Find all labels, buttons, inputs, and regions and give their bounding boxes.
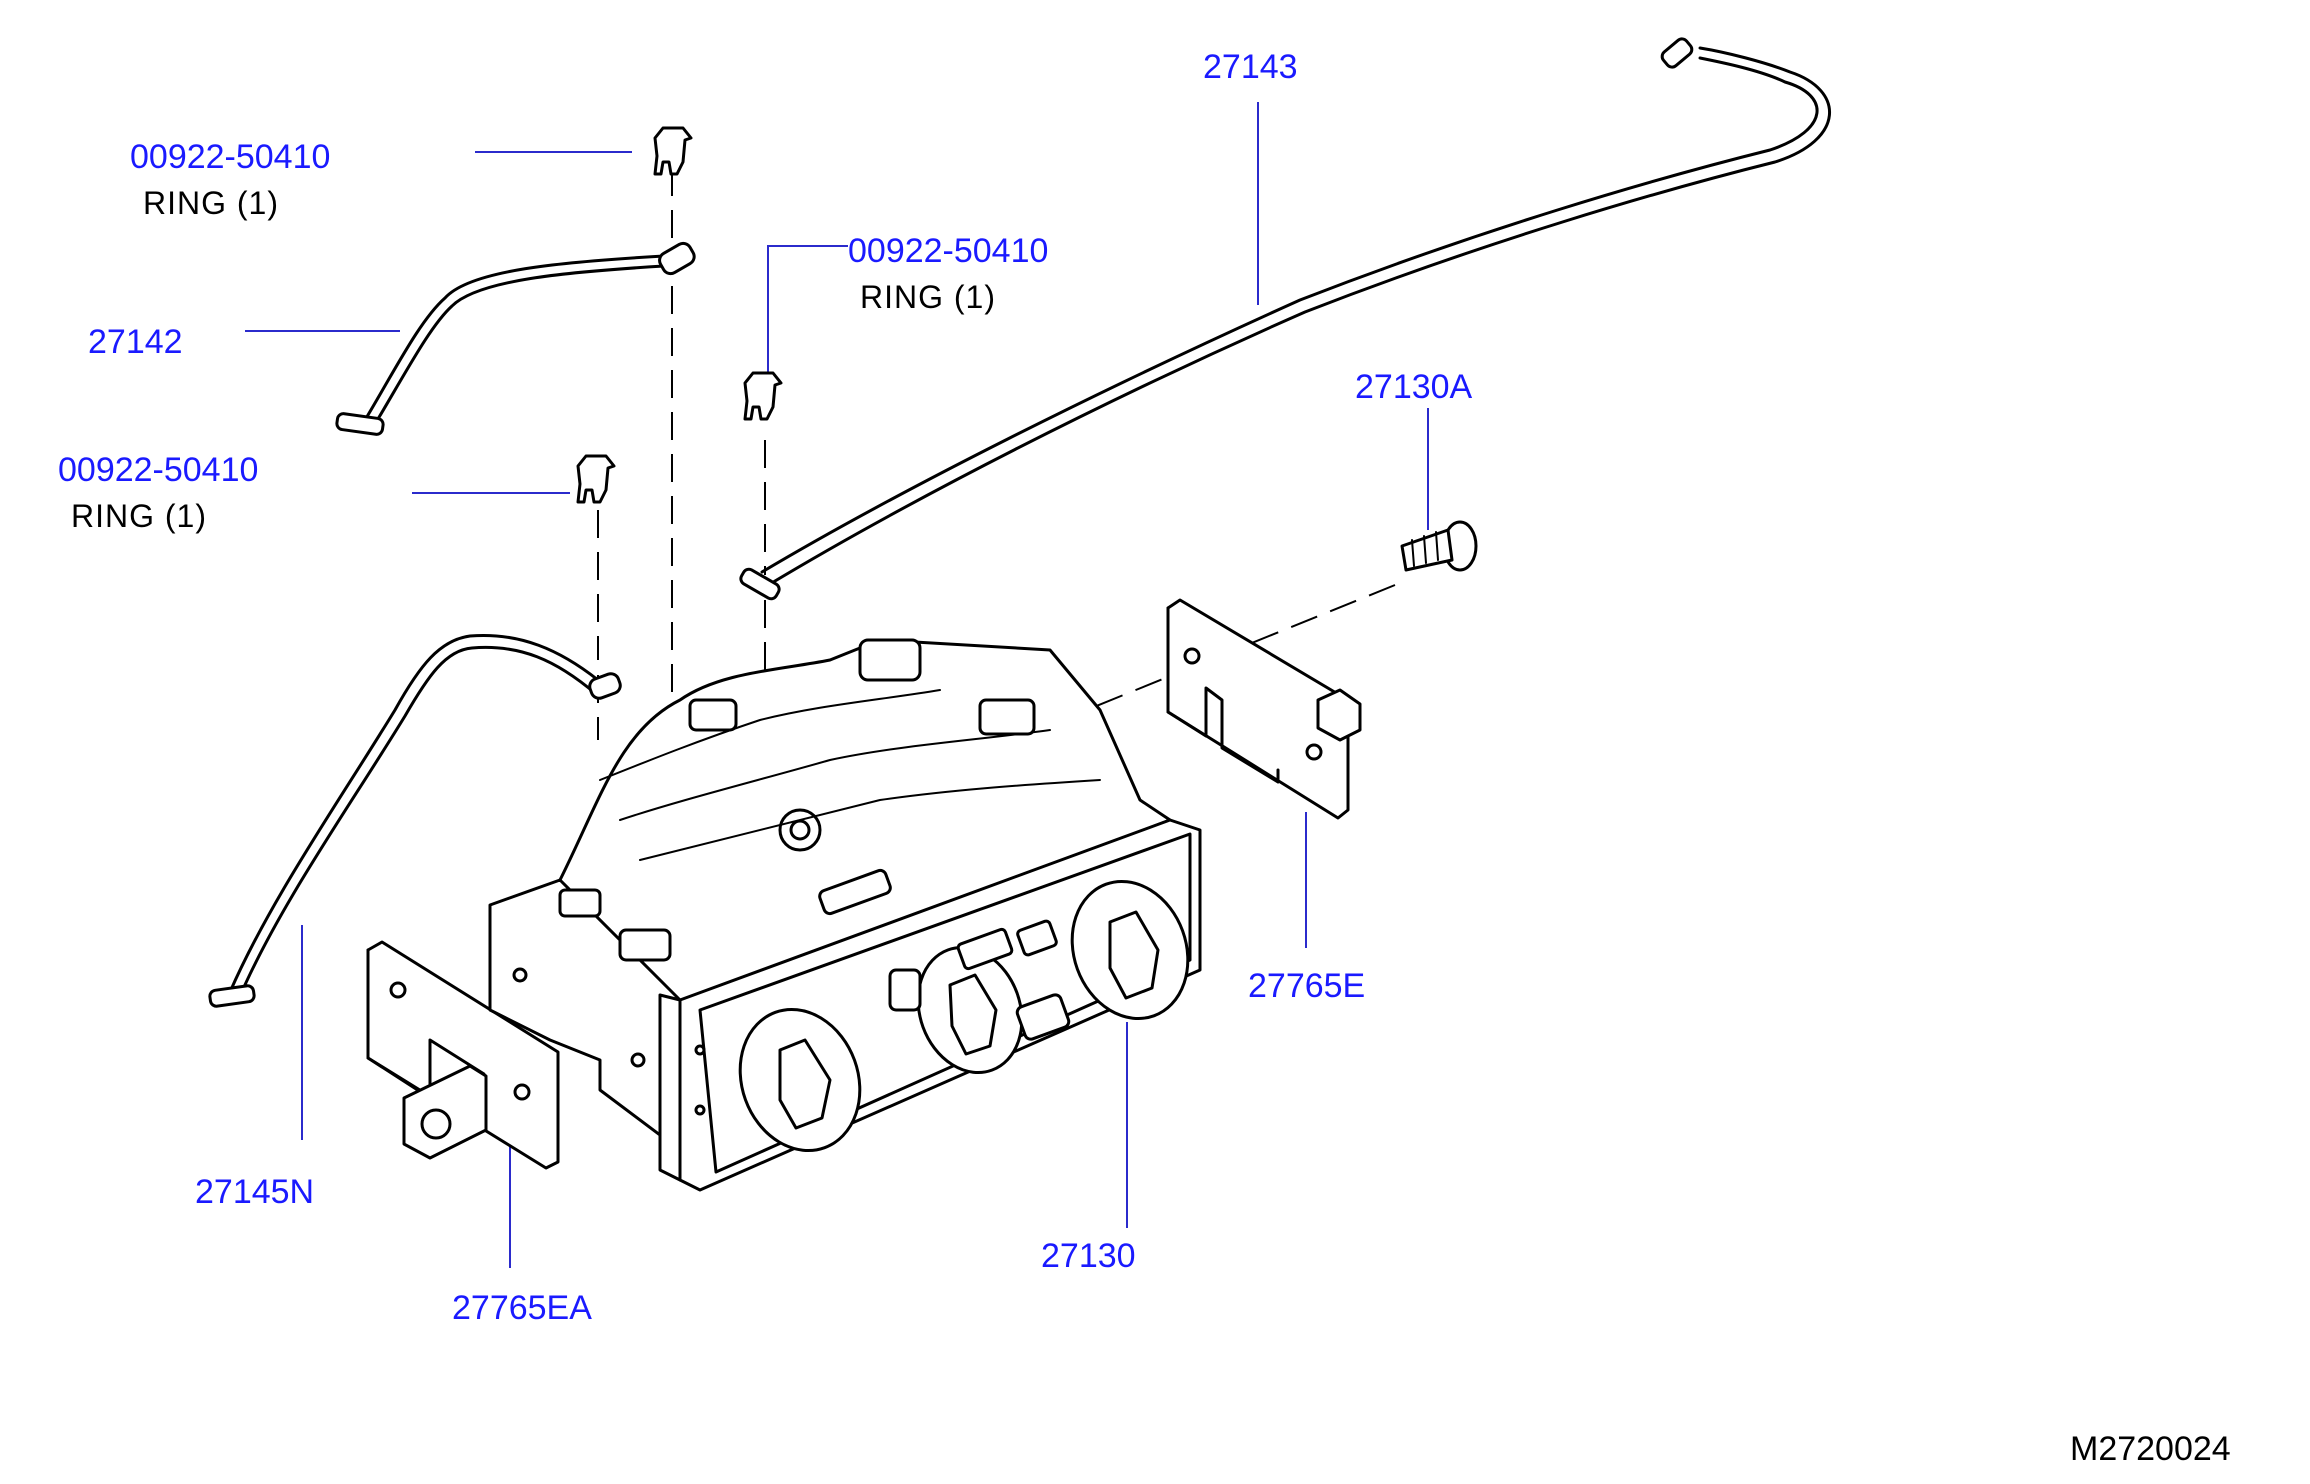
cable-27142[interactable] (335, 240, 697, 436)
cable-27145N[interactable] (208, 633, 622, 1008)
knob-center[interactable] (888, 933, 1039, 1087)
callout-27130A[interactable]: 27130A (1355, 368, 1473, 406)
part-number-label[interactable]: 00922-50410 (848, 232, 1048, 270)
callout-ring-top-left[interactable]: 00922-50410 RING (1) (130, 138, 330, 221)
control-assembly-27130[interactable] (488, 638, 1207, 1192)
callout-ring-lower-left[interactable]: 00922-50410 RING (1) (58, 451, 258, 534)
callout-27145N[interactable]: 27145N (195, 1173, 314, 1211)
part-number-label[interactable]: 00922-50410 (130, 138, 330, 176)
bracket-27765EA[interactable] (366, 940, 560, 1170)
part-number-label[interactable]: 00922-50410 (58, 451, 258, 489)
part-description-label: RING (1) (71, 498, 207, 534)
callout-ring-middle[interactable]: 00922-50410 RING (1) (848, 232, 1048, 315)
callout-27130[interactable]: 27130 (1041, 1237, 1136, 1275)
callout-27143[interactable]: 27143 (1203, 48, 1298, 86)
callout-27765EA[interactable]: 27765EA (452, 1289, 592, 1327)
callout-27142[interactable]: 27142 (88, 323, 183, 361)
bracket-27765E[interactable] (1166, 598, 1362, 820)
leader-lines (245, 102, 1429, 1268)
knob-left[interactable] (721, 993, 879, 1168)
part-description-label: RING (1) (143, 185, 279, 221)
ring-clip-top[interactable] (653, 126, 693, 176)
screw-27130A[interactable] (1400, 520, 1478, 572)
callout-27765E[interactable]: 27765E (1248, 967, 1365, 1005)
ring-clip-lower[interactable] (576, 454, 616, 504)
knob-right[interactable] (1053, 865, 1206, 1035)
diagram-code-label: M2720024 (2070, 1430, 2231, 1468)
cable-27143[interactable] (739, 36, 1831, 601)
part-description-label: RING (1) (860, 279, 996, 315)
ring-clip-middle[interactable] (743, 371, 783, 421)
